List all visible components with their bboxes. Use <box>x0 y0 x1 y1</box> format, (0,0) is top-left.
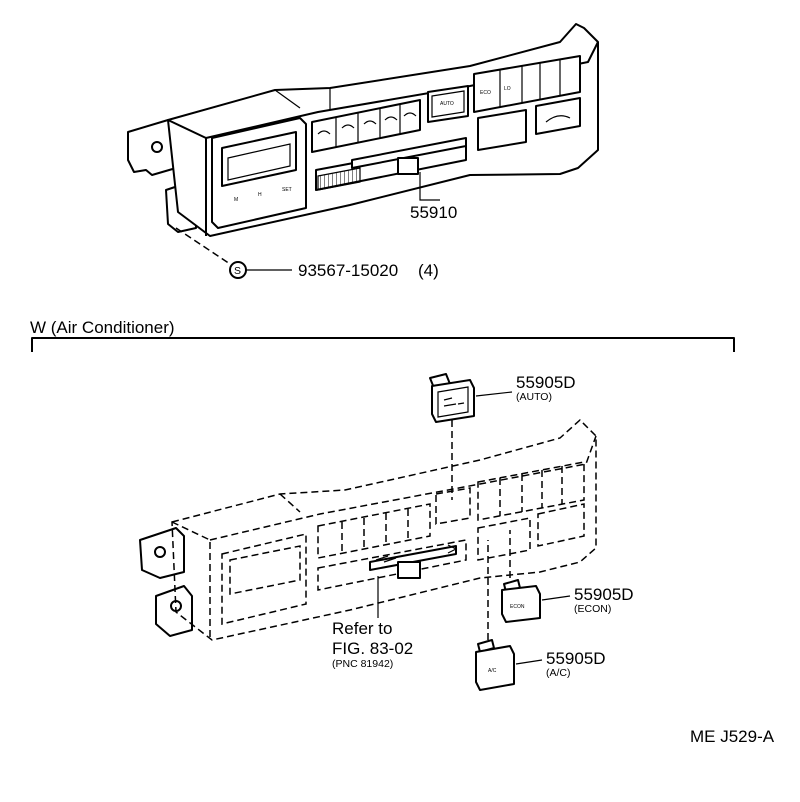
top-auto-button: AUTO <box>427 85 469 123</box>
callout-ac-sub: (A/C) <box>546 667 571 679</box>
top-mode-buttons <box>311 99 421 153</box>
screw-quantity: (4) <box>418 261 439 280</box>
auto-button-part <box>429 373 475 423</box>
top-right-keypad: ECO LO <box>473 55 581 151</box>
bottom-housing <box>171 418 597 641</box>
callout-auto-part: 55905D <box>516 373 576 392</box>
bottom-control-assembly <box>139 418 597 641</box>
top-recirc-label: ECO <box>480 90 491 96</box>
figure-code: ME J529-A <box>690 727 775 746</box>
section-bracket <box>31 337 735 352</box>
bottom-display-frame <box>221 533 307 625</box>
bottom-temp-slider <box>317 539 467 591</box>
screw-part-number: 93567-15020 <box>298 261 398 280</box>
refer-line1: Refer to <box>332 619 392 638</box>
top-control-assembly: M H SET AUTO ECO LO <box>127 23 599 280</box>
top-display-panel: M H SET <box>211 117 307 229</box>
callout-ac-part: 55905D <box>546 649 606 668</box>
bottom-auto-socket <box>435 487 471 525</box>
refer-line3: (PNC 81942) <box>332 658 393 670</box>
callout-econ-sub: (ECON) <box>574 603 611 615</box>
top-lo-label: LO <box>504 86 511 92</box>
bottom-left-bracket <box>139 527 193 637</box>
top-part-leader <box>419 172 440 201</box>
callout-econ-part: 55905D <box>574 585 634 604</box>
ac-face-label: A/C <box>488 668 497 674</box>
top-auto-label: AUTO <box>440 101 454 107</box>
refer-line2: FIG. 83-02 <box>332 639 413 658</box>
bottom-right-slots <box>477 461 585 521</box>
ac-button-part: A/C <box>475 639 515 691</box>
svg-text:S: S <box>234 265 241 277</box>
top-part-number: 55910 <box>410 203 457 222</box>
panel-label-h: H <box>258 192 262 198</box>
bottom-mode-slots <box>317 503 431 559</box>
callout-auto-sub: (AUTO) <box>516 391 552 403</box>
econ-face-label: ECON <box>510 604 525 610</box>
top-temp-slider <box>315 137 467 191</box>
panel-label-m: M <box>234 197 238 203</box>
econ-button-part: ECON <box>501 579 541 623</box>
panel-label-set: SET <box>282 187 292 193</box>
screw-symbol: S <box>229 261 247 279</box>
section-title: W (Air Conditioner) <box>30 318 175 337</box>
